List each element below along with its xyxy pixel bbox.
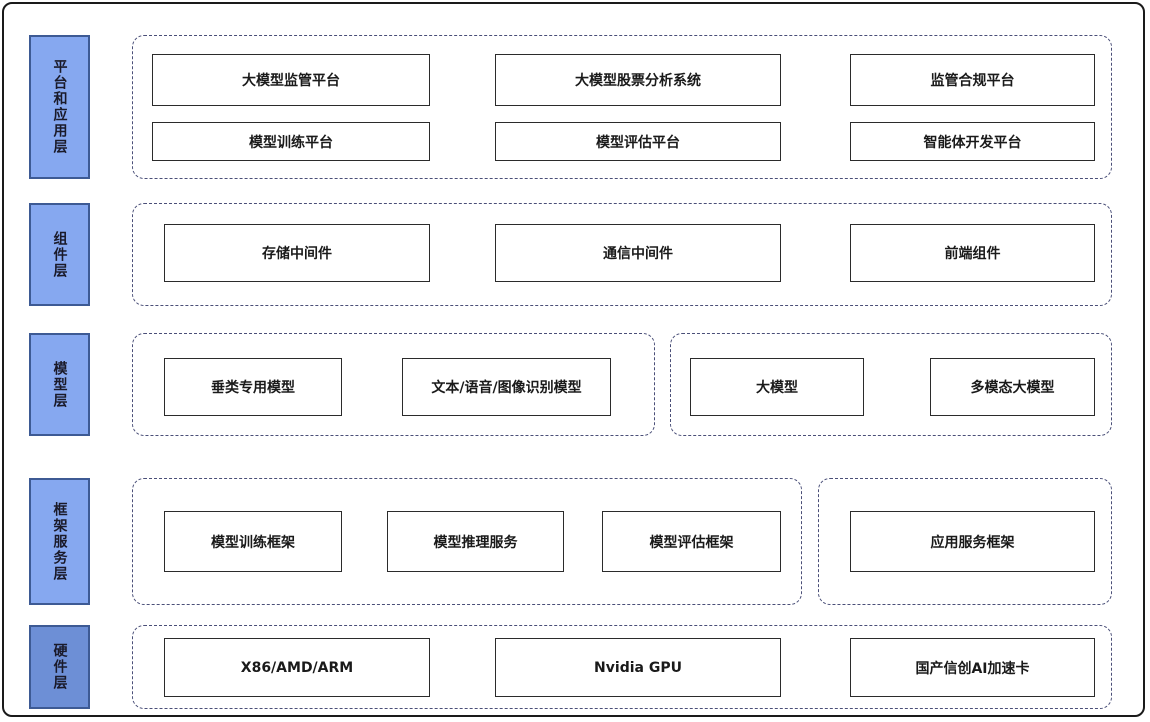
group-component: [132, 203, 1112, 306]
layer-label-component: 组件层: [29, 203, 90, 306]
box-agent-dev-platform: 智能体开发平台: [850, 122, 1095, 161]
box-compliance-platform: 监管合规平台: [850, 54, 1095, 106]
box-model-training-framework: 模型训练框架: [164, 511, 342, 572]
group-platform-application: [132, 35, 1112, 179]
box-multimodal-large-model: 多模态大模型: [930, 358, 1095, 416]
box-nvidia-gpu: Nvidia GPU: [495, 638, 781, 697]
box-model-inference-service: 模型推理服务: [387, 511, 564, 572]
box-vertical-domain-model: 垂类专用模型: [164, 358, 342, 416]
box-frontend-component: 前端组件: [850, 224, 1095, 282]
group-model-large: [670, 333, 1112, 436]
box-llm-stock-analysis-system: 大模型股票分析系统: [495, 54, 781, 106]
box-model-evaluation-platform: 模型评估平台: [495, 122, 781, 161]
box-communication-middleware: 通信中间件: [495, 224, 781, 282]
box-storage-middleware: 存储中间件: [164, 224, 430, 282]
box-llm-supervision-platform: 大模型监管平台: [152, 54, 430, 106]
group-hardware: [132, 625, 1112, 709]
box-application-service-framework: 应用服务框架: [850, 511, 1095, 572]
box-large-model: 大模型: [690, 358, 864, 416]
layer-label-model: 模型层: [29, 333, 90, 436]
layer-label-hardware: 硬件层: [29, 625, 90, 709]
layer-label-framework-service: 框架服务层: [29, 478, 90, 605]
box-model-evaluation-framework: 模型评估框架: [602, 511, 781, 572]
group-framework-model: [132, 478, 802, 605]
box-model-training-platform: 模型训练平台: [152, 122, 430, 161]
group-framework-application: [818, 478, 1112, 605]
box-domestic-ai-accelerator: 国产信创AI加速卡: [850, 638, 1095, 697]
box-text-speech-image-recognition-model: 文本/语音/图像识别模型: [402, 358, 611, 416]
group-model-specialized: [132, 333, 655, 436]
box-cpu-architectures: X86/AMD/ARM: [164, 638, 430, 697]
layer-label-platform-application: 平台和应用层: [29, 35, 90, 179]
